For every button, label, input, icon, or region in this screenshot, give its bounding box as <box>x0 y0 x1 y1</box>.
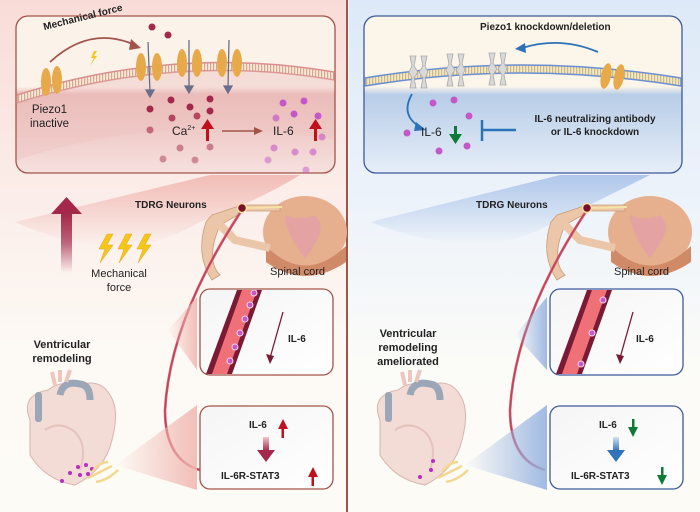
calcium-text: Ca <box>172 124 188 138</box>
tdrg-neurons-label-right: TDRG Neurons <box>476 200 548 211</box>
vessel-il6-label-right: IL-6 <box>636 334 654 345</box>
cascade-box-right <box>549 405 684 490</box>
force-text: force <box>106 282 132 294</box>
spinal-cord-left <box>263 196 347 276</box>
il6-inhibitor-label: IL-6 neutralizing antibody or IL-6 knock… <box>520 113 670 139</box>
mechanical-force-curved-arrow <box>49 37 136 63</box>
heart-illustration-right <box>376 369 469 486</box>
blood-vessel-box-right <box>549 288 684 376</box>
piezo1-knockdown-label: Piezo1 knockdown/deletion <box>480 22 611 33</box>
vessel-zoom-cone-right <box>515 297 547 370</box>
spinal-cord-label-right: Spinal cord <box>614 266 670 278</box>
vessel-il6-label-left: IL-6 <box>288 334 306 345</box>
il6-molecules <box>264 97 326 174</box>
il6-up-arrow <box>309 119 322 141</box>
calcium-influx-arrows <box>144 39 234 99</box>
spinal-cord-label-left: Spinal cord <box>270 266 326 278</box>
cascade-il6-label-right: IL-6 <box>599 420 617 431</box>
spinal-cord-right <box>608 196 692 276</box>
mechanical-force-lightning-icons <box>98 233 152 264</box>
vessel-zoom-cone-left <box>168 297 197 370</box>
remodeling-text: remodeling <box>378 342 438 354</box>
calcium-charge: 2+ <box>187 125 196 132</box>
big-up-arrow-head <box>51 197 82 214</box>
piezo1-remaining-channel <box>600 63 625 90</box>
neutralizing-antibody-label: IL-6 neutralizing antibody <box>534 114 656 125</box>
calcium-ions <box>146 23 214 164</box>
ameliorated-text: ameliorated <box>377 356 439 368</box>
left-inset-zoom-cone <box>15 175 300 246</box>
mechanical-text: Mechanical <box>91 268 147 280</box>
piezo1-deleted-channels <box>408 52 508 89</box>
right-cell-inset <box>363 15 683 244</box>
ventricular-remodeling-ameliorated-label: Ventricular remodeling ameliorated <box>368 327 448 369</box>
panel-divider <box>346 0 348 512</box>
il6-inset-label-left: IL-6 <box>273 124 294 138</box>
tdrg-neuron-right <box>546 202 628 281</box>
il6-molecules-reduced <box>403 96 473 155</box>
cascade-stat3-label-right: IL-6R-STAT3 <box>571 471 630 482</box>
cascade-stat3-label-left: IL-6R-STAT3 <box>221 471 280 482</box>
ca-up-arrow <box>201 119 214 141</box>
piezo1-inactive-label: Piezo1 inactive <box>30 103 69 131</box>
il6-knockdown-label: or IL-6 knockdown <box>550 127 640 138</box>
calcium-label: Ca2+ <box>172 124 195 138</box>
blood-vessel-box-left <box>199 288 334 376</box>
ventricular-text: Ventricular <box>33 339 91 351</box>
cascade-zoom-cone-left <box>115 405 197 490</box>
knockdown-arrow <box>521 41 599 53</box>
cascade-box-left <box>199 405 334 490</box>
heart-illustration-left <box>26 369 119 486</box>
ventricular-text: Ventricular <box>379 328 437 340</box>
lightning-icon <box>90 51 97 66</box>
mechanical-force-label: Mechanical force <box>84 267 154 295</box>
cascade-il6-label-left: IL-6 <box>249 420 267 431</box>
inhibition-bar <box>480 120 516 141</box>
tdrg-neuron-left <box>201 202 283 281</box>
right-inset-zoom-cone <box>370 175 650 244</box>
inactive-label: inactive <box>30 118 69 130</box>
il6-down-arrow <box>449 126 462 144</box>
left-cell-membrane <box>16 61 335 105</box>
big-up-arrow-shaft <box>61 213 72 273</box>
piezo1-label: Piezo1 <box>31 104 68 116</box>
ventricular-remodeling-label: Ventricular remodeling <box>22 338 102 366</box>
piezo1-active-channels <box>136 49 242 81</box>
il6-inset-label-right: IL-6 <box>421 125 442 139</box>
remodeling-text: remodeling <box>32 353 92 365</box>
tdrg-neurons-label-left: TDRG Neurons <box>135 200 207 211</box>
piezo1-inactive-channel <box>41 66 62 96</box>
cascade-zoom-cone-right <box>465 405 547 490</box>
